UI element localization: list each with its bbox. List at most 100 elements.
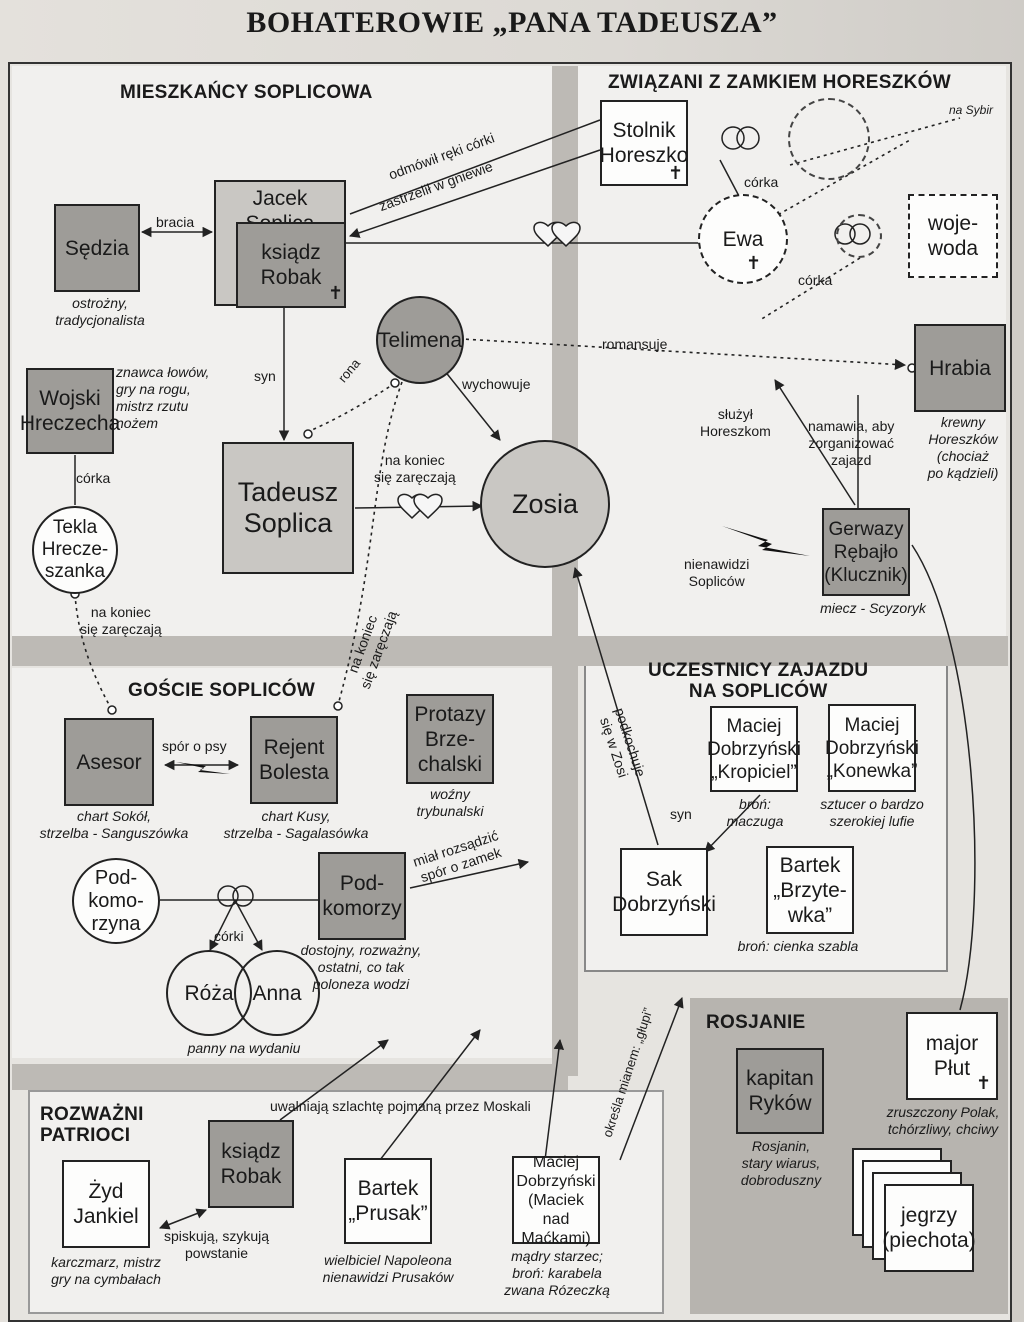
char-telimena[interactable]: Telimena [376, 296, 464, 384]
line-zareczaja-ta [74, 593, 113, 711]
char-ksiadz-robak-patriota[interactable]: ksiądz Robak [208, 1120, 294, 1208]
note-protazy-1: woźny [430, 786, 470, 802]
char-jegrzy[interactable]: jegrzy (piechota) [882, 1184, 976, 1272]
char-protazy[interactable]: Protazy Brze- chalski [406, 694, 494, 784]
note-konewka-2: szerokiej lufie [829, 813, 915, 829]
char-tekla-line2: Hrecze- [41, 539, 109, 560]
note-podkomorzy-3: poloneza wodzi [312, 976, 410, 992]
char-wojski[interactable]: Wojski Hreczecha [20, 368, 120, 454]
char-brzytewka-line1: Bartek [779, 853, 841, 877]
label-sluzyl-2: Horeszkom [700, 423, 771, 439]
char-gerwazy[interactable]: Gerwazy Rębajło (Klucznik) [822, 508, 910, 596]
note-wojski-3: mistrz rzutu [116, 398, 189, 414]
label-corka-wojski: córka [76, 470, 111, 486]
label-corka-2: córka [798, 272, 833, 288]
note-kropiciel-2: maczuga [726, 813, 784, 829]
note-rykow: Rosjanin, stary wiarus, dobroduszny [716, 1138, 846, 1189]
char-sak[interactable]: Sak Dobrzyński [612, 848, 716, 936]
char-ksiadz-robak[interactable]: ksiądz Robak [236, 222, 346, 308]
line-uwalniaja [279, 1039, 389, 1121]
cross-icon: ✝ [976, 1073, 992, 1093]
char-sak-line2: Dobrzyński [612, 893, 716, 916]
label-namawia-2: zorganizować [808, 435, 894, 451]
cross-icon: ✝ [746, 253, 762, 273]
char-ewa[interactable]: Ewa [698, 194, 788, 284]
char-plut[interactable]: major Płut [906, 1012, 998, 1100]
line-spiskuja [159, 1208, 207, 1230]
note-maciek-2: broń: karabela [512, 1265, 602, 1281]
section-title-patrioci-line2: PATRIOCI [40, 1125, 131, 1146]
char-sedzia[interactable]: Sędzia [54, 204, 140, 292]
char-stolnik[interactable]: Stolnik Horeszko [600, 100, 688, 186]
label-spiskuja: spiskują, szykują powstanie [164, 1228, 269, 1262]
line-mial-rozsadzic [409, 858, 530, 889]
char-stolnik-line2: Horeszko [599, 144, 689, 167]
note-corki: panny na wydaniu [187, 1040, 301, 1056]
char-kropiciel-line3: „Kropiciel” [711, 761, 797, 783]
line-corka-ewa-woj [759, 257, 861, 321]
char-maciej-konewka[interactable]: Maciej Dobrzyński „Konewka” [825, 704, 919, 792]
line-sluzyl [774, 379, 856, 506]
char-plut-line2: Płut [933, 1057, 971, 1080]
char-sak-line1: Sak [645, 868, 683, 891]
char-maciek-line2: Dobrzyński [516, 1172, 596, 1190]
note-kropiciel-1: broń: [739, 796, 771, 812]
label-namawia-1: namawia, aby [808, 418, 895, 434]
note-maciek-1: mądry starzec; [511, 1248, 603, 1264]
note-asesor: chart Sokół, strzelba - Sanguszówka [24, 808, 204, 842]
line-uwalniaja-2 [379, 1029, 481, 1161]
char-hrabia[interactable]: Hrabia [914, 324, 1006, 412]
note-sedzia-1: ostrożny, [72, 295, 128, 311]
char-podkomorzyna[interactable]: Pod- komo- rzyna [72, 858, 160, 944]
conflict-bolt-icon [176, 526, 810, 774]
char-tadeusz[interactable]: Tadeusz Soplica [222, 442, 354, 574]
line-zastrzelil [349, 149, 601, 238]
note-prusak-2: nienawidzi Prusaków [322, 1269, 454, 1285]
char-podkomorzyna-line3: rzyna [91, 912, 141, 935]
rings-icon [217, 126, 871, 907]
char-gerwazy-line3: (Klucznik) [824, 564, 908, 586]
label-romansuje: romansuje [602, 336, 668, 352]
note-maciek-3: zwana Rózeczką [504, 1282, 610, 1298]
char-sedzia-label: Sędzia [64, 236, 130, 260]
char-bartek-prusak[interactable]: Bartek „Prusak” [344, 1158, 432, 1244]
char-jankiel[interactable]: Żyd Jankiel [62, 1160, 150, 1248]
note-prusak: wielbiciel Napoleona nienawidzi Prusaków [310, 1252, 466, 1286]
char-plut-line1: major [925, 1032, 979, 1055]
char-rejent-line2: Bolesta [258, 761, 330, 784]
note-podkomorzy: dostojny, rozważny, ostatni, co tak polo… [286, 942, 436, 993]
label-spiskuja-1: spiskują, szykują [164, 1228, 270, 1244]
char-ewa-label: Ewa [722, 227, 764, 251]
label-spiskuja-2: powstanie [185, 1245, 249, 1261]
char-rykow[interactable]: kapitan Ryków [736, 1048, 824, 1134]
char-maciek-nad-mackami[interactable]: Maciej Dobrzyński (Maciek nad Maćkami) [512, 1154, 600, 1247]
note-rejent: chart Kusy, strzelba - Sagalasówka [206, 808, 386, 842]
char-wojewoda[interactable]: woje- woda [908, 194, 998, 278]
char-tekla[interactable]: Tekla Hrecze- szanka [32, 506, 118, 594]
char-rejent[interactable]: Rejent Bolesta [250, 716, 338, 804]
char-maciej-kropiciel[interactable]: Maciej Dobrzyński „Kropiciel” [707, 706, 801, 792]
char-rejent-line1: Rejent [263, 736, 325, 759]
char-asesor-label: Asesor [76, 750, 142, 774]
char-jegrzy-line1: jegrzy [900, 1204, 958, 1227]
char-robak2-line2: Robak [220, 1165, 282, 1188]
label-zareczaja-ta-2: się zaręczają [80, 621, 162, 637]
note-podkomorzy-1: dostojny, rozważny, [300, 942, 422, 958]
char-jankiel-line1: Żyd [88, 1180, 124, 1203]
label-namawia: namawia, aby zorganizować zajazd [808, 418, 894, 469]
label-na-sybir: na Sybir [948, 103, 994, 117]
label-syn-sak: syn [670, 806, 692, 822]
char-asesor[interactable]: Asesor [64, 718, 154, 806]
char-podkomorzy[interactable]: Pod- komorzy [318, 852, 406, 940]
char-bartek-brzytewka[interactable]: Bartek „Brzyte- wka” [766, 846, 854, 934]
char-anna[interactable]: Anna [234, 950, 320, 1036]
char-prusak-line2: „Prusak” [348, 1202, 428, 1225]
label-corki: córki [214, 928, 244, 944]
char-kropiciel-line2: Dobrzyński [707, 738, 801, 760]
note-sedzia-2: tradycjonalista [55, 312, 145, 328]
note-protazy-2: trybunalski [416, 803, 484, 819]
line-syn-sak [704, 794, 761, 853]
note-plut-2: tchórzliwy, chciwy [887, 1121, 999, 1137]
char-zosia[interactable]: Zosia [480, 440, 610, 568]
note-jankiel-2: gry na cymbałach [51, 1271, 161, 1287]
